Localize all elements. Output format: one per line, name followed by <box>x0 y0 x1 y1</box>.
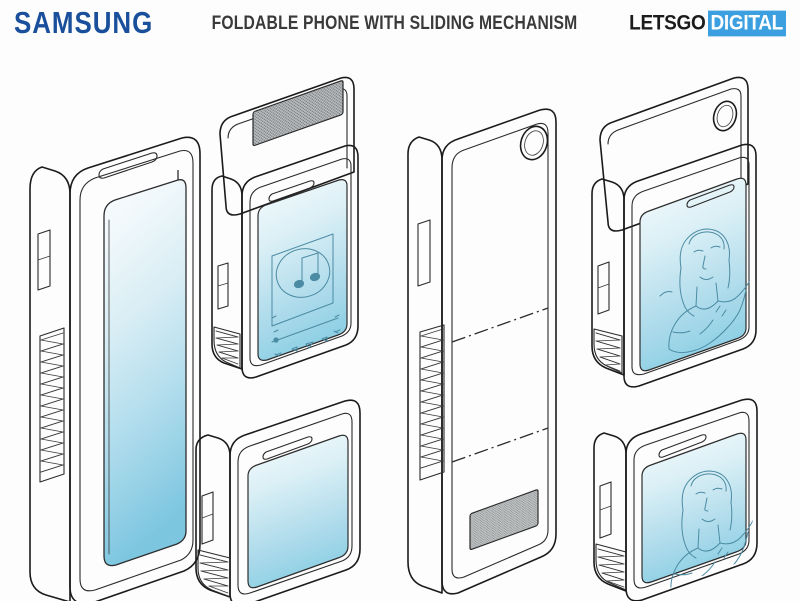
accordion-hinge-strip-fig6 <box>595 543 627 591</box>
page-header: SAMSUNG FOLDABLE PHONE WITH SLIDING MECH… <box>0 0 800 46</box>
music-note-circle <box>275 248 331 298</box>
music-note-icon <box>293 252 321 289</box>
earpiece-speaker-slot-fig5 <box>686 184 735 208</box>
fold-line-lower <box>451 427 549 463</box>
rear-panel-fig4 <box>441 108 557 595</box>
accordion-hinge-strip-fig2 <box>213 326 241 369</box>
transport-controls[interactable] <box>271 314 341 357</box>
side-volume-button-fig4[interactable] <box>417 219 431 287</box>
album-art-frame <box>271 233 334 327</box>
portrait-photo-ui-fig5 <box>659 228 752 354</box>
display-screen-fig3 <box>247 434 349 589</box>
bottom-speaker-grille-fig4 <box>469 489 539 551</box>
letsgo-logo-word: LETSGO <box>629 11 706 35</box>
letsgo-digital-logo: LETSGO DIGITAL <box>629 10 786 36</box>
earpiece-speaker-slot-fig1 <box>98 152 158 179</box>
play-icon <box>305 341 314 349</box>
shuffle-icon <box>274 352 282 357</box>
figure-folded-compact-front-view <box>195 399 361 601</box>
playback-progress-bar[interactable] <box>271 317 339 343</box>
display-screen-fig6 <box>641 432 747 584</box>
side-volume-button-fig2[interactable] <box>217 262 229 310</box>
previous-icon <box>291 346 298 352</box>
accordion-hinge-strip-fig1 <box>39 327 65 483</box>
figure-unfolded-rear-view <box>407 108 557 595</box>
repeat-icon <box>333 329 341 334</box>
rear-camera-lens-fig4 <box>519 125 549 161</box>
speaker-grille-fig2 <box>252 80 344 147</box>
earpiece-speaker-slot-fig3 <box>262 436 313 460</box>
accordion-hinge-strip-fig3 <box>197 549 231 598</box>
accordion-hinge-strip-fig5 <box>593 328 623 374</box>
figure-sliding-open-music-player <box>211 76 359 379</box>
sliding-rear-panel-fig5 <box>599 76 749 232</box>
fold-line-upper <box>451 307 549 343</box>
display-screen-fig1 <box>103 170 187 567</box>
sliding-rear-panel-fig2 <box>219 76 355 216</box>
side-volume-button-fig1[interactable] <box>37 229 51 291</box>
figure-folded-compact-photo-portrait <box>593 398 758 601</box>
side-volume-button-fig5[interactable] <box>597 261 610 315</box>
figure-sliding-open-photo-portrait <box>591 76 757 388</box>
earpiece-speaker-slot-fig6 <box>658 434 707 458</box>
figure-unfolded-front-view <box>29 136 201 601</box>
samsung-logo: SAMSUNG <box>14 5 154 40</box>
digital-logo-word: DIGITAL <box>707 10 786 36</box>
drawing-canvas <box>0 44 800 601</box>
page-title: FOLDABLE PHONE WITH SLIDING MECHANISM <box>211 11 577 34</box>
rear-camera-lens-fig5 <box>712 100 738 132</box>
music-player-ui <box>271 233 341 357</box>
next-icon <box>321 336 328 342</box>
woman-portrait-line-art-fig5 <box>659 228 752 354</box>
side-volume-button-fig6[interactable] <box>599 481 612 539</box>
display-screen-fig5 <box>639 177 747 372</box>
accordion-hinge-strip-fig4 <box>419 324 445 481</box>
side-volume-button-fig3[interactable] <box>201 491 214 545</box>
earpiece-speaker-slot-fig2 <box>268 180 315 202</box>
